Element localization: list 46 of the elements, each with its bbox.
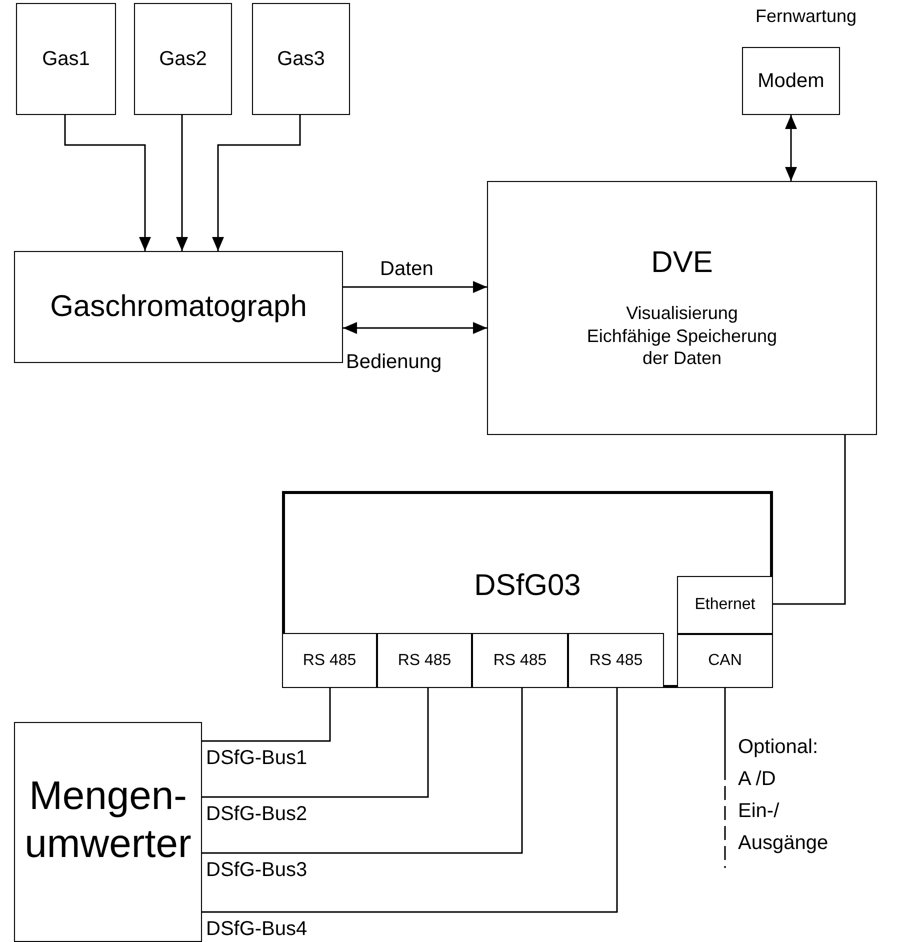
gas-box [16, 3, 116, 115]
box-label: Gas3 [277, 48, 325, 70]
gas-box [252, 3, 350, 115]
port-box [282, 633, 377, 688]
connector-line [202, 688, 523, 854]
note-text: Optional: [738, 736, 818, 758]
box-label: Gas1 [42, 48, 90, 70]
gas-box [134, 3, 232, 115]
connector-line [773, 435, 846, 605]
heading: Fernwartung [754, 6, 858, 27]
box-label: Ethernet [694, 596, 756, 614]
connector-line [202, 688, 331, 742]
box-label: RS 485 [493, 652, 547, 670]
box-label: RS 485 [302, 652, 356, 670]
connector-line [202, 688, 429, 798]
box-label: CAN [708, 652, 742, 670]
edge-label: Bedienung [346, 351, 442, 373]
box-label: RS 485 [398, 652, 452, 670]
arrow [343, 281, 487, 293]
box-label: Gaschromatograph [50, 290, 307, 324]
box-label: RS 485 [589, 652, 643, 670]
process-box [487, 181, 877, 435]
box-label: Modem [758, 70, 824, 92]
arrow [212, 115, 301, 251]
port-box [377, 633, 472, 688]
controller-box [282, 491, 773, 688]
box-title: DSfG03 [474, 568, 581, 602]
process-box [14, 251, 343, 363]
process-box [14, 722, 202, 942]
port-box [472, 633, 568, 688]
note-text: A /D [738, 768, 776, 790]
port-box [677, 576, 773, 634]
port-box [677, 634, 773, 688]
arrow [176, 115, 188, 251]
arrow [343, 322, 487, 334]
box-label: Gas2 [159, 48, 207, 70]
port-box [568, 633, 664, 688]
connector-line [202, 688, 618, 913]
arrow [64, 115, 151, 251]
box-label: Mengen- umwerter [24, 772, 192, 868]
arrow [785, 115, 797, 181]
description: Visualisierung Eichfähige Speicherung der Daten [586, 302, 778, 370]
connector-line [724, 688, 726, 868]
box-title: DVE [651, 246, 713, 280]
note-text: Ein-/ [738, 800, 780, 822]
note-text: Ausgänge [738, 832, 828, 854]
